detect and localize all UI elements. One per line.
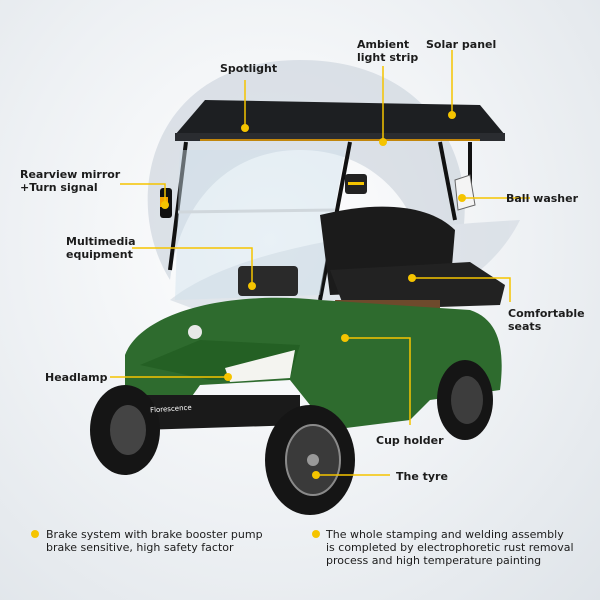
feature-stamping-welding: The whole stamping and welding assembly … xyxy=(326,528,574,567)
front-left-wheel xyxy=(90,385,160,475)
label-ambient-light-strip: Ambient light strip xyxy=(357,38,419,64)
headlamp xyxy=(225,350,295,382)
windshield-band xyxy=(177,208,336,214)
feature-brake-system: Brake system with brake booster pump bra… xyxy=(46,528,263,554)
label-ball-washer: Ball washer xyxy=(506,192,579,205)
rear-wheel xyxy=(437,360,493,440)
windshield xyxy=(175,150,345,300)
spot-light-glow xyxy=(348,182,364,185)
front-right-wheel xyxy=(265,405,355,515)
label-headlamp: Headlamp xyxy=(45,371,108,384)
solar-roof xyxy=(175,100,505,135)
cart-body xyxy=(125,297,502,430)
callout-dots xyxy=(161,111,466,479)
rear-seat xyxy=(330,262,505,310)
label-seats: Comfortable seats xyxy=(508,307,585,333)
label-solar-panel: Solar panel xyxy=(426,38,497,51)
feature-bullet-1 xyxy=(31,530,39,538)
feature-bullet-2 xyxy=(312,530,320,538)
multimedia-unit xyxy=(238,266,298,296)
hood-emblem xyxy=(188,325,202,339)
label-tyre: The tyre xyxy=(396,470,448,483)
label-rearview-mirror: Rearview mirror +Turn signal xyxy=(20,168,121,194)
leader-lines xyxy=(110,50,530,476)
label-multimedia: Multimedia equipment xyxy=(66,235,136,261)
label-cup-holder: Cup holder xyxy=(376,434,444,447)
label-spotlight: Spotlight xyxy=(220,62,278,75)
front-bumper xyxy=(130,395,300,430)
roof-edge xyxy=(175,133,505,141)
